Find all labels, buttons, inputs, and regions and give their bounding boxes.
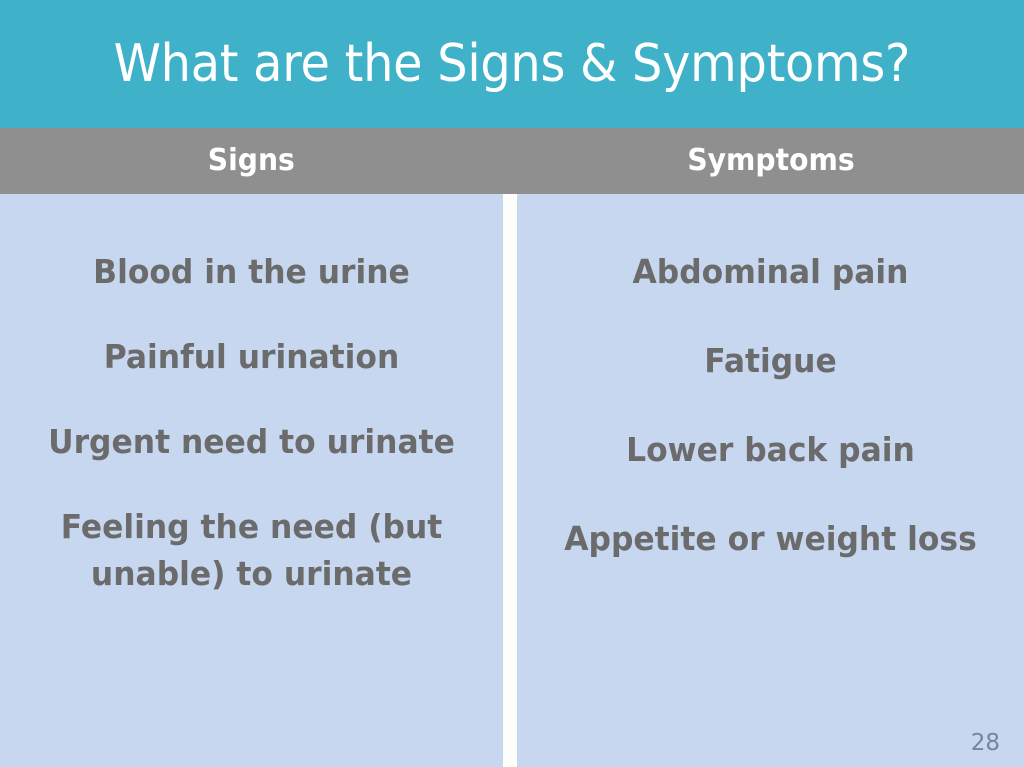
- page-number: 28: [970, 730, 1000, 756]
- list-item: Appetite or weight loss: [564, 519, 977, 558]
- list-item: Urgent need to urinate: [48, 422, 455, 461]
- list-item: Feeling the need (but unable) to urinate: [60, 507, 443, 593]
- column-header-signs-label: Signs: [207, 143, 296, 178]
- list-item: Abdominal pain: [632, 252, 909, 291]
- title-band: What are the Signs & Symptoms?: [0, 0, 1024, 128]
- content-area: Blood in the urine Painful urination Urg…: [0, 194, 1024, 767]
- column-header-symptoms: Symptoms: [517, 128, 1024, 194]
- signs-column: Blood in the urine Painful urination Urg…: [0, 194, 503, 767]
- symptoms-column: Abdominal pain Fatigue Lower back pain A…: [517, 194, 1024, 767]
- list-item: Blood in the urine: [93, 252, 410, 291]
- list-item: Painful urination: [103, 337, 400, 376]
- column-header-symptoms-label: Symptoms: [686, 143, 855, 178]
- list-item: Fatigue: [704, 341, 837, 380]
- column-header-band: Signs Symptoms: [0, 128, 1024, 194]
- column-header-signs: Signs: [0, 128, 503, 194]
- list-item: Lower back pain: [626, 430, 915, 469]
- page-title: What are the Signs & Symptoms?: [113, 33, 911, 94]
- column-divider: [503, 194, 517, 767]
